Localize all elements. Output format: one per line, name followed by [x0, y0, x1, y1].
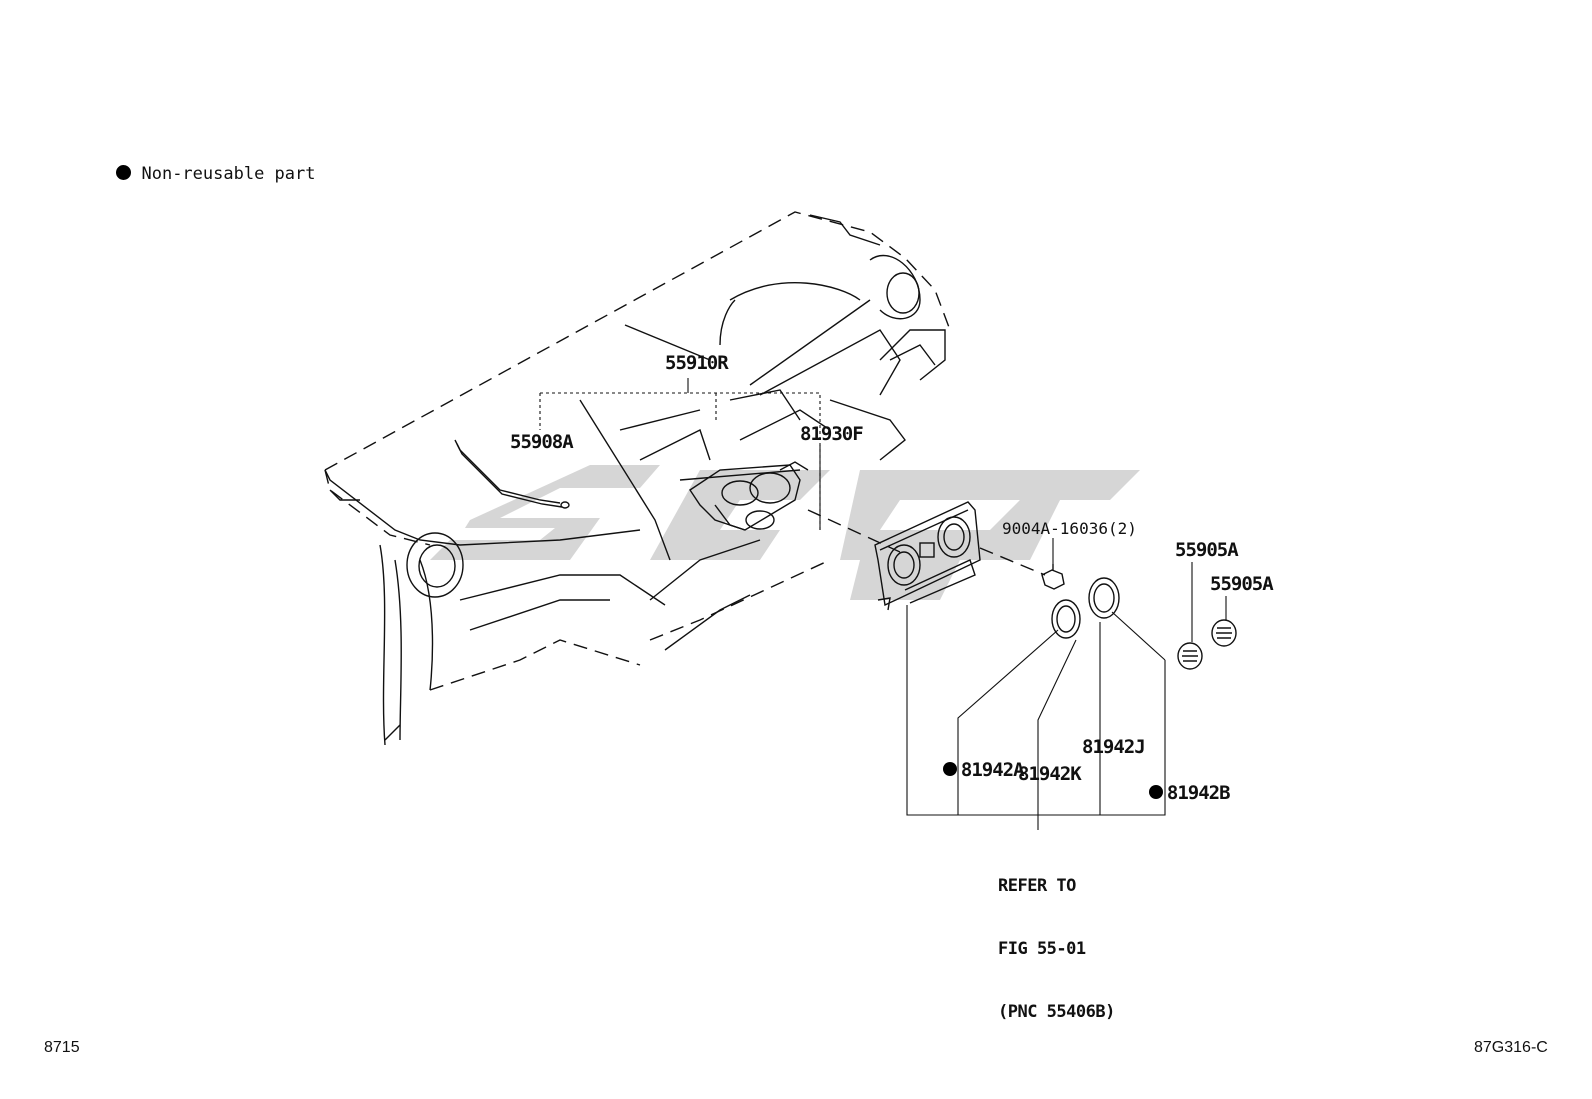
instrument-panel-outline	[324, 211, 1046, 691]
heater-control-panel	[874, 501, 981, 611]
callout-81942B-text: 81942B	[1166, 782, 1231, 804]
callout-55908A: 55908A	[510, 431, 574, 453]
non-reusable-icon	[942, 762, 957, 776]
callout-9004A-16036: 9004A-16036(2)	[1002, 519, 1137, 538]
callout-81942K: 81942K	[1018, 763, 1082, 785]
watermark	[430, 465, 1140, 600]
bolt-icon	[1041, 564, 1065, 590]
callout-81942B: 81942B	[1128, 765, 1231, 804]
leader-lines	[539, 378, 1227, 830]
knob-rings	[1051, 577, 1120, 639]
reference-line-3: (PNC 55406B)	[998, 1002, 1115, 1022]
callout-81942A: 81942A	[922, 742, 1025, 781]
legend-text: Non-reusable part	[141, 164, 316, 184]
filled-circle-icon	[116, 165, 132, 180]
footer-page-number: 8715	[44, 1039, 80, 1056]
callout-55905A-1: 55905A	[1175, 539, 1239, 561]
callout-81942A-text: 81942A	[960, 759, 1025, 781]
reference-line-1: REFER TO	[998, 876, 1076, 896]
reference-note: REFER TO FIG 55-01 (PNC 55406B)	[998, 834, 1115, 1044]
callout-55910R: 55910R	[665, 352, 729, 374]
non-reusable-icon	[1148, 785, 1163, 799]
legend: Non-reusable part	[96, 148, 315, 183]
control-cable	[454, 439, 570, 509]
footer-figure-code: 87G316-C	[1474, 1039, 1548, 1056]
callout-81930F: 81930F	[800, 423, 864, 445]
instrument-panel-body	[324, 214, 946, 746]
heater-control-assembly	[689, 461, 809, 531]
callout-81942J: 81942J	[1082, 736, 1146, 758]
callout-55905A-2: 55905A	[1210, 573, 1274, 595]
reference-line-2: FIG 55-01	[998, 939, 1086, 959]
control-knobs	[1177, 619, 1237, 670]
